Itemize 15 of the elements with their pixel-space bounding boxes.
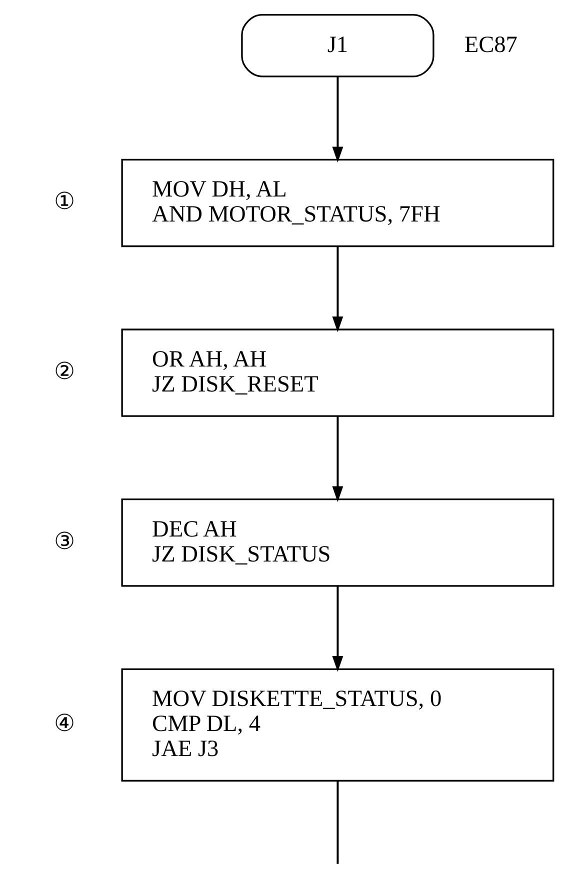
- arrow: [332, 586, 344, 672]
- arrow: [332, 246, 344, 332]
- node-box: DEC AH JZ DISK_STATUS: [121, 498, 554, 587]
- node-box: MOV DH, AL AND MOTOR_STATUS, 7FH: [121, 158, 554, 248]
- arrow: [332, 416, 344, 502]
- node-label: ④: [54, 711, 76, 738]
- node-box: MOV DISKETTE_STATUS, 0 CMP DL, 4 JAE J3: [121, 668, 554, 782]
- node-box: OR AH, AH JZ DISK_RESET: [121, 328, 554, 417]
- node-label: ③: [54, 528, 76, 555]
- arrow: [332, 76, 344, 162]
- node-box: J1: [241, 14, 434, 78]
- node-label: ②: [54, 358, 76, 385]
- node-label: ①: [54, 189, 76, 216]
- connector: [336, 780, 339, 864]
- node-label: EC87: [464, 32, 518, 58]
